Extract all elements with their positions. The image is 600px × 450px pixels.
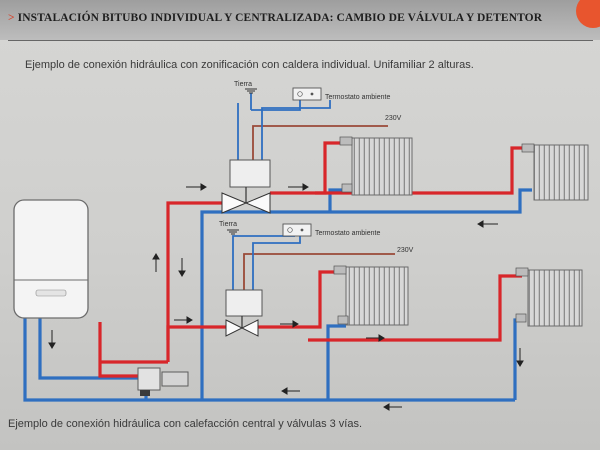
caption-bottom: Ejemplo de conexión hidráulica con calef… — [8, 418, 363, 430]
boiler-icon — [13, 199, 89, 319]
signal-lines — [232, 93, 395, 290]
thermostat-upper-label: Termostato ambiente — [325, 94, 390, 101]
page-title: >INSTALACIÓN BITUBO INDIVIDUAL Y CENTRAL… — [8, 12, 542, 24]
voltage-upper-label: 230V — [385, 115, 402, 122]
return-lower-rad-left — [326, 324, 346, 400]
return-pipes — [23, 188, 532, 402]
ground-lower-icon — [227, 229, 239, 235]
signal-upper-thermo — [261, 100, 331, 160]
signal-lower-blue — [232, 235, 295, 290]
flow-arrow-icon — [383, 403, 402, 411]
supply-boiler-out — [98, 322, 138, 378]
ground-upper-label: Tierra — [234, 81, 252, 88]
header-divider — [8, 40, 593, 41]
flow-arrows — [48, 183, 524, 411]
radiator-upper-left-icon — [339, 136, 413, 196]
radiator-lower-right-icon — [515, 267, 583, 327]
flow-arrow-icon — [48, 330, 56, 349]
supply-lower-zone — [256, 270, 338, 329]
return-main-bottom — [23, 318, 515, 402]
flow-arrow-icon — [280, 320, 299, 328]
thermostat-lower-icon — [282, 223, 312, 237]
radiator-lower-left-icon — [333, 265, 409, 326]
signal-upper-230 — [252, 125, 388, 160]
signal-upper-blue — [250, 93, 301, 111]
flow-arrow-icon — [281, 387, 300, 395]
three-way-valve-lower — [225, 289, 263, 337]
return-upper-zone — [200, 188, 532, 400]
thermostat-lower-label: Termostato ambiente — [315, 230, 380, 237]
return-boiler-to-pump — [38, 318, 140, 380]
caption-top: Ejemplo de conexión hidráulica con zonif… — [25, 59, 474, 71]
voltage-lower-label: 230V — [397, 247, 414, 254]
flow-arrow-icon — [174, 316, 193, 324]
signal-lower-thermo — [252, 236, 301, 290]
flow-arrow-icon — [477, 220, 498, 228]
supply-upper-zone — [270, 141, 345, 195]
signal-lower-230 — [243, 253, 395, 290]
three-way-valve-upper — [221, 159, 271, 214]
radiator-upper-right-icon — [521, 143, 589, 201]
supply-to-upper-valve — [166, 201, 222, 362]
supply-to-lower-valve — [166, 325, 226, 340]
flow-arrow-icon — [516, 348, 524, 367]
supply-pipes — [98, 141, 532, 378]
thermostat-upper-icon — [292, 87, 322, 101]
flow-arrow-icon — [186, 183, 207, 191]
header-bar — [0, 0, 600, 40]
return-riser-right — [513, 318, 522, 400]
pump-icon — [137, 367, 189, 396]
chevron-right-icon: > — [8, 12, 15, 24]
page-title-text: INSTALACIÓN BITUBO INDIVIDUAL Y CENTRALI… — [17, 12, 543, 24]
flow-arrow-icon — [178, 258, 186, 277]
flow-arrow-icon — [366, 334, 385, 342]
flow-arrow-icon — [288, 183, 309, 191]
supply-lower-right — [308, 274, 522, 342]
ground-upper-icon — [245, 88, 257, 94]
ground-lower-label: Tierra — [219, 221, 237, 228]
flow-arrow-icon — [152, 253, 160, 272]
